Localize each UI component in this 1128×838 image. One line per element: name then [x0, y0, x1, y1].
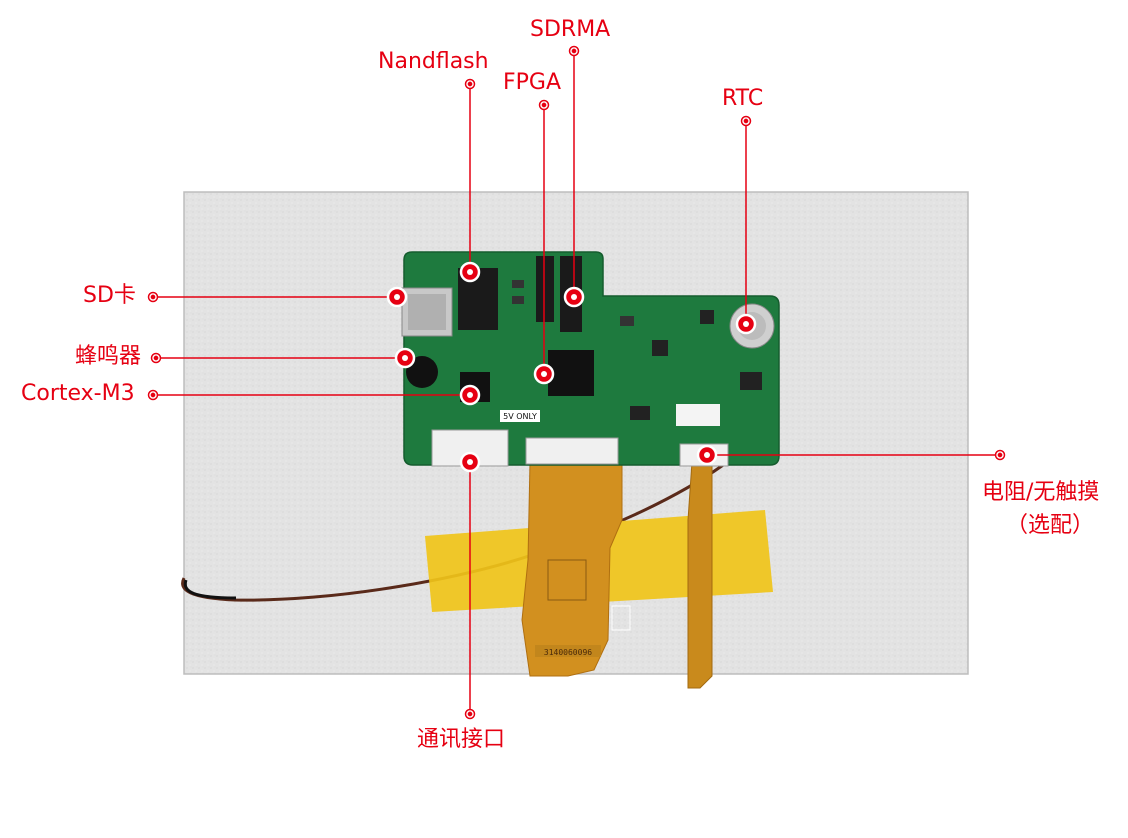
touch-fpc: [687, 461, 713, 689]
label-cortex: Cortex-M3: [21, 381, 135, 406]
label-buzzer: 蜂鸣器: [75, 344, 142, 369]
marker-fpga: [533, 363, 555, 385]
label-end-markers: [147, 45, 1006, 720]
marker-sd-card: [386, 286, 408, 308]
marker-nandflash: [459, 261, 481, 283]
fpc-code: 3140060096: [544, 648, 592, 657]
marker-comm-port: [459, 451, 481, 473]
label-sd-card: SD卡: [83, 283, 136, 308]
fpc-ribbon: 3140060096: [521, 461, 631, 677]
label-sdrma: SDRMA: [530, 17, 611, 42]
marker-sdrma: [563, 286, 585, 308]
label-fpga: FPGA: [503, 70, 562, 95]
label-rtc: RTC: [722, 86, 764, 111]
marker-touch: [696, 444, 718, 466]
label-touch-line2: （选配）: [1006, 513, 1095, 538]
pcb-board: 5V ONLY: [401, 251, 780, 467]
silk-5v-only: 5V ONLY: [503, 412, 537, 421]
marker-buzzer: [394, 347, 416, 369]
label-nandflash: Nandflash: [378, 49, 489, 74]
component-markers: [386, 261, 757, 473]
leader-lines: [153, 51, 1000, 714]
label-touch-line1: 电阻/无触摸: [982, 480, 1100, 505]
marker-cortex: [459, 384, 481, 406]
marker-rtc: [735, 313, 757, 335]
label-comm-port: 通讯接口: [417, 727, 506, 752]
